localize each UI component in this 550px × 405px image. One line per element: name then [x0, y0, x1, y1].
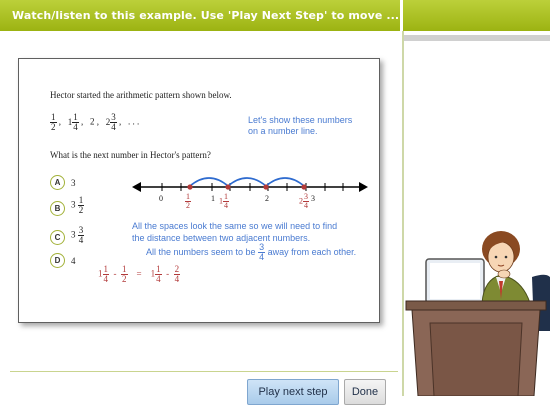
problem-intro: Hector started the arithmetic pattern sh… — [50, 90, 232, 100]
explanation-text: All the spaces look the same so we will … — [132, 220, 337, 244]
header-divider — [400, 0, 403, 31]
option-c-button[interactable]: C — [50, 230, 65, 245]
play-next-step-button[interactable]: Play next step — [247, 379, 339, 405]
tick-label-0: 0 — [159, 194, 163, 203]
pattern-ellipsis: . . . — [128, 116, 140, 127]
tick-label-2: 2 — [265, 194, 269, 203]
side-panel — [402, 31, 550, 396]
footer-divider — [10, 371, 398, 372]
tutor-illustration — [405, 231, 550, 396]
tick-label-1: 1 — [211, 194, 215, 203]
option-b-button[interactable]: B — [50, 201, 65, 216]
tick-label-3: 3 — [311, 194, 315, 203]
question-text: What is the next number in Hector's patt… — [50, 150, 211, 160]
side-panel-stripe — [404, 35, 550, 41]
instruction-title: Watch/listen to this example. Use 'Play … — [12, 9, 400, 22]
done-button[interactable]: Done — [344, 379, 386, 405]
option-a-button[interactable]: A — [50, 175, 65, 190]
header-bar: Watch/listen to this example. Use 'Play … — [0, 0, 550, 31]
number-line — [132, 177, 368, 192]
explanation-line-2: the distance between two adjacent number… — [132, 233, 311, 243]
option-d-value: 4 — [71, 256, 76, 266]
explanation-line-1: All the spaces look the same so we will … — [132, 221, 338, 231]
pattern-term-3: 2 — [90, 116, 95, 127]
option-a-value: 3 — [71, 178, 76, 188]
hint-note: Let's show these numbers on a number lin… — [248, 115, 353, 136]
option-d-button[interactable]: D — [50, 253, 65, 268]
problem-card: Hector started the arithmetic pattern sh… — [18, 58, 380, 323]
